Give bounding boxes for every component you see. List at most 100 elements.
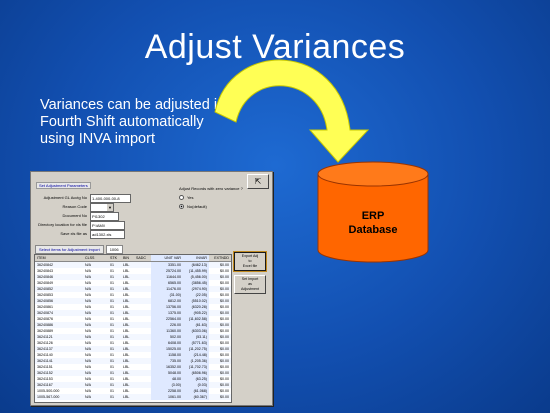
table-cell: 1061.00 xyxy=(151,394,183,400)
table-cell: 36240876 xyxy=(37,317,53,321)
radio-option-no[interactable]: No(default) xyxy=(179,204,259,209)
table-cell: $0.00 xyxy=(220,293,229,297)
table-cell: $0.00 xyxy=(220,335,229,339)
table-cell: 36240846 xyxy=(37,275,53,279)
window-corner-button[interactable]: ⇱ xyxy=(247,174,269,189)
table-cell: $0.00 xyxy=(220,305,229,309)
directory-input[interactable]: P:\AM\\ xyxy=(90,221,125,230)
table-cell: LBL xyxy=(123,341,130,345)
table-cell: $0.00 xyxy=(220,281,229,285)
table-cell: LBL xyxy=(123,317,130,321)
table-cell: 01 xyxy=(110,377,114,381)
table-cell: 11476.00 xyxy=(151,286,183,292)
table-cell: $0.00 xyxy=(220,395,229,399)
table-cell: LBL xyxy=(123,287,130,291)
table-cell: 502.00 xyxy=(151,334,183,340)
set-import-adjustment-button[interactable]: Set Import as Adjustment xyxy=(234,275,266,294)
table-cell: $0.00 xyxy=(220,269,229,273)
table-cell: 1005-500-000 xyxy=(37,389,60,393)
radio-button-selected-icon[interactable] xyxy=(179,204,184,209)
table-cell: (6320.28) xyxy=(183,304,209,310)
table-cell: 01 xyxy=(110,275,114,279)
export-to-excel-button[interactable]: Export Adj to Excel file xyxy=(233,251,267,272)
table-cell: 36240861 xyxy=(37,305,53,309)
table-cell: 01 xyxy=(110,395,114,399)
table-cell: LBL xyxy=(123,281,130,285)
table-cell: (214.48) xyxy=(183,352,209,358)
tab-select-items[interactable]: Select items for Adjustment import xyxy=(35,245,104,254)
table-cell: 36241152 xyxy=(37,371,53,375)
table-cell: 36240853 xyxy=(37,293,53,297)
table-cell: 36240856 xyxy=(37,299,53,303)
table-cell: 36241167 xyxy=(37,383,53,387)
table-cell: (5,456.00) xyxy=(183,274,209,280)
radio-button-icon[interactable] xyxy=(179,195,184,200)
tab-count[interactable]: 1006 xyxy=(105,245,123,254)
table-cell: 01 xyxy=(110,371,114,375)
gl-account-input[interactable]: 1-400-000-00-8 xyxy=(90,194,131,203)
table-cell: 01 xyxy=(110,329,114,333)
table-cell: $0.00 xyxy=(220,389,229,393)
table-cell: 36240843 xyxy=(37,269,53,273)
table-cell: N/A xyxy=(85,299,91,303)
table-cell: 36241126 xyxy=(37,341,53,345)
table-cell: LBL xyxy=(123,335,130,339)
table-cell: $0.00 xyxy=(220,299,229,303)
table-cell: N/A xyxy=(85,293,91,297)
table-cell: N/A xyxy=(85,329,91,333)
table-cell: LBL xyxy=(123,275,130,279)
table-cell: 36240852 xyxy=(37,287,53,291)
table-cell: N/A xyxy=(85,263,91,267)
table-cell: 36241137 xyxy=(37,347,53,351)
radio-option-yes[interactable]: Yes xyxy=(179,195,259,200)
table-cell: LBL xyxy=(123,389,130,393)
table-cell: $0.00 xyxy=(220,287,229,291)
table-cell: 01 xyxy=(110,359,114,363)
table-cell: N/A xyxy=(85,341,91,345)
table-cell: (11,602.58) xyxy=(183,316,209,322)
table-cell: 01 xyxy=(110,347,114,351)
table-cell: 36240849 xyxy=(37,281,53,285)
save-file-input[interactable]: ad1302.xls xyxy=(90,230,125,239)
table-cell: 48.00 xyxy=(151,376,183,382)
table-cell: (6506.96) xyxy=(183,370,209,376)
table-cell: 36240889 xyxy=(37,329,53,333)
document-no-input[interactable]: PI1302 xyxy=(90,212,119,221)
items-grid[interactable]: ITEM CLSS STK BIN SADC UNIT VAR INVAR EX… xyxy=(34,254,232,403)
table-cell: (11,455.99) xyxy=(183,268,209,274)
table-cell: (5771.63) xyxy=(183,340,209,346)
table-cell: LBL xyxy=(123,353,130,357)
chevron-down-icon[interactable]: ▼ xyxy=(107,204,113,211)
table-cell: LBL xyxy=(123,347,130,351)
reason-code-select[interactable]: ▼ xyxy=(90,203,114,212)
table-cell: LBL xyxy=(123,269,130,273)
table-cell: LBL xyxy=(123,383,130,387)
table-cell: 36241141 xyxy=(37,359,53,363)
table-cell: N/A xyxy=(85,311,91,315)
